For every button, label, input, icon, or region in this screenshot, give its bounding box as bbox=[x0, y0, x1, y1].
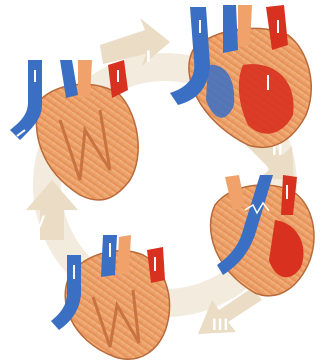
stage-label-i: I bbox=[146, 47, 152, 66]
heart-stage-ii bbox=[170, 5, 311, 147]
stage-label-iv: IV bbox=[28, 212, 46, 231]
pulmonary-artery bbox=[223, 5, 238, 53]
stage-label-iii: III bbox=[212, 315, 229, 334]
aorta bbox=[238, 5, 252, 47]
aorta bbox=[78, 60, 92, 98]
aorta bbox=[117, 235, 131, 275]
heart-stage-i bbox=[10, 60, 138, 200]
